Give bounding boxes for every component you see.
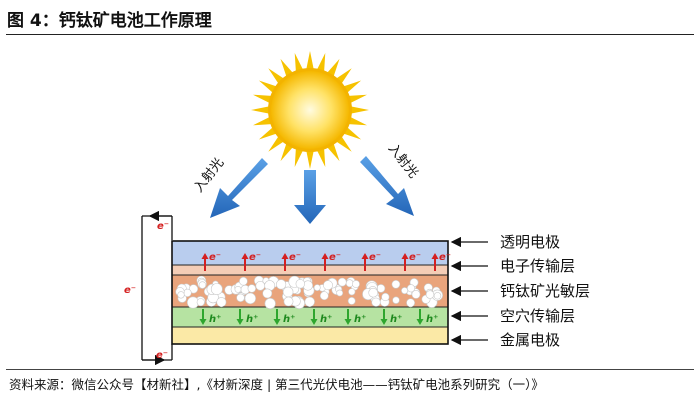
svg-text:h⁺: h⁺	[426, 314, 438, 325]
incident-light-label-right: 入射光	[385, 141, 422, 182]
electron-marker: e⁻	[321, 252, 341, 271]
source-note: 资料来源：微信公众号【材新社】,《材新深度 | 第三代光伏电池——钙钛矿电池系列…	[9, 377, 544, 392]
layer-1	[171, 264, 449, 276]
layer-label-1: 电子传输层	[500, 257, 575, 275]
hole-marker: h⁺	[416, 309, 438, 325]
hole-marker: h⁺	[344, 309, 366, 325]
hole-marker: h⁺	[310, 309, 332, 325]
electron-marker: e⁻	[431, 252, 451, 271]
svg-text:h⁺: h⁺	[209, 314, 221, 325]
electron-markers: e⁻ e⁻ e⁻ e⁻ e⁻ e⁻ e⁻	[201, 252, 451, 271]
electron-marker: e⁻	[281, 252, 301, 271]
electron-marker: e⁻	[361, 252, 381, 271]
layer-label-2: 钙钛矿光敏层	[500, 282, 590, 300]
svg-text:h⁺: h⁺	[283, 314, 295, 325]
svg-text:h⁺: h⁺	[320, 314, 332, 325]
layer-4	[171, 326, 449, 345]
svg-text:e⁻: e⁻	[289, 252, 301, 263]
incident-light-label-left: 入射光	[191, 155, 228, 196]
svg-text:h⁺: h⁺	[246, 314, 258, 325]
figure-title: 图 4：钙钛矿电池工作原理	[7, 11, 212, 31]
layer-label-3: 空穴传输层	[500, 307, 575, 325]
svg-text:e⁻: e⁻	[329, 252, 341, 263]
electron-marker: e⁻	[401, 252, 421, 271]
incident-light-arrow-center	[294, 170, 326, 224]
electron-marker: e⁻	[241, 252, 261, 271]
layer-label-0: 透明电极	[500, 233, 560, 251]
layer-0	[171, 240, 449, 266]
svg-text:h⁺: h⁺	[390, 314, 402, 325]
electron-marker: e⁻	[201, 252, 221, 271]
hole-marker: h⁺	[199, 309, 221, 325]
svg-text:h⁺: h⁺	[354, 314, 366, 325]
svg-text:e⁻: e⁻	[369, 252, 381, 263]
title-divider	[6, 34, 694, 35]
layer-label-4: 金属电极	[500, 331, 560, 349]
perovskite-particles	[175, 275, 444, 310]
svg-text:e⁻: e⁻	[249, 252, 261, 263]
circuit-electron-label-bottom: e⁻	[156, 350, 168, 361]
source-divider	[6, 369, 694, 370]
svg-text:e⁻: e⁻	[209, 252, 221, 263]
incident-light-arrow-left	[210, 158, 268, 218]
svg-text:e⁻: e⁻	[409, 252, 421, 263]
hole-marker: h⁺	[236, 309, 258, 325]
hole-marker: h⁺	[273, 309, 295, 325]
circuit-electron-label-side: e⁻	[124, 285, 136, 296]
circuit-electron-label-top: e⁻	[157, 221, 169, 232]
hole-marker: h⁺	[380, 309, 402, 325]
external-circuit	[141, 210, 173, 366]
hole-markers: h⁺ h⁺ h⁺ h⁺ h⁺ h⁺ h⁺	[199, 309, 438, 325]
svg-text:e⁻: e⁻	[439, 252, 451, 263]
sun-icon	[251, 51, 369, 169]
incident-light-arrow-right	[360, 156, 414, 216]
